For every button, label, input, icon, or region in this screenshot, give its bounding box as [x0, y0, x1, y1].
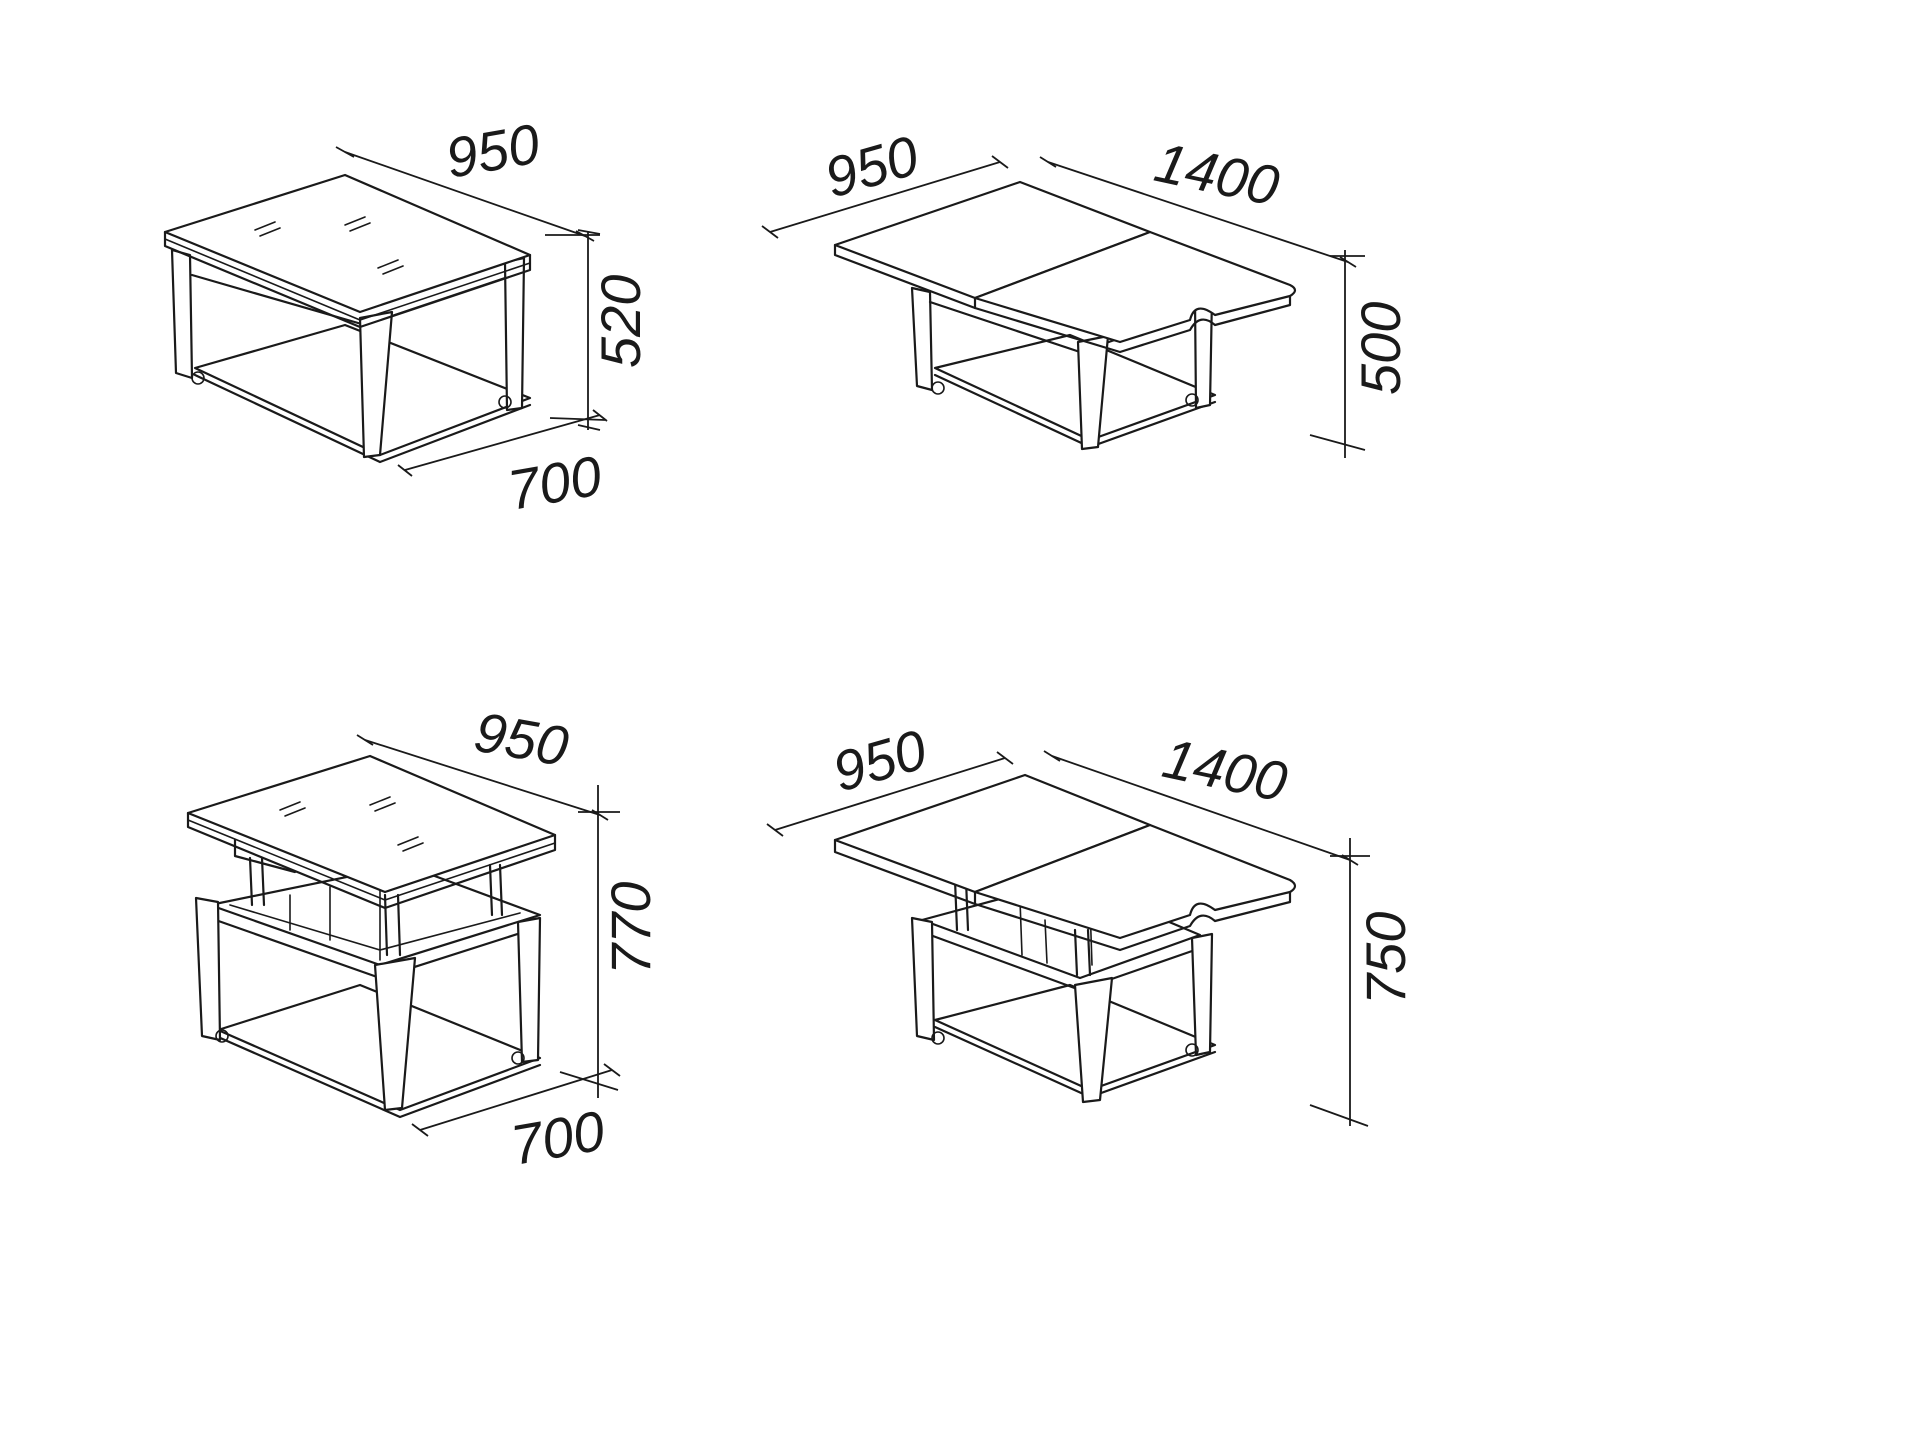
- table-drawing: [833, 773, 1297, 1104]
- view-open-low: 950 1400 500: [761, 123, 1412, 458]
- dimension-lines: [335, 146, 608, 477]
- table-drawing: [833, 180, 1297, 451]
- view-closed-low: 950 520 700: [163, 112, 652, 522]
- view-open-high: 950 1400 750: [766, 717, 1417, 1127]
- table-drawing: [186, 754, 557, 1119]
- height-label: 750: [1354, 912, 1417, 1005]
- dimension-lines: [766, 750, 1370, 1127]
- dimension-lines: [761, 155, 1366, 458]
- length-label: 1400: [1150, 130, 1285, 218]
- height-label: 770: [599, 882, 662, 975]
- width-label: 950: [441, 112, 544, 190]
- depth-label: 700: [503, 444, 606, 522]
- depth-label: 700: [506, 1099, 609, 1177]
- table-drawing: [163, 173, 532, 464]
- height-label: 520: [589, 275, 652, 368]
- width-label: 950: [470, 700, 573, 778]
- view-closed-high: 950 770 700: [186, 700, 662, 1177]
- width-label: 950: [818, 123, 925, 209]
- height-label: 500: [1349, 302, 1412, 395]
- dimension-lines: [356, 734, 621, 1137]
- width-label: 950: [826, 717, 933, 803]
